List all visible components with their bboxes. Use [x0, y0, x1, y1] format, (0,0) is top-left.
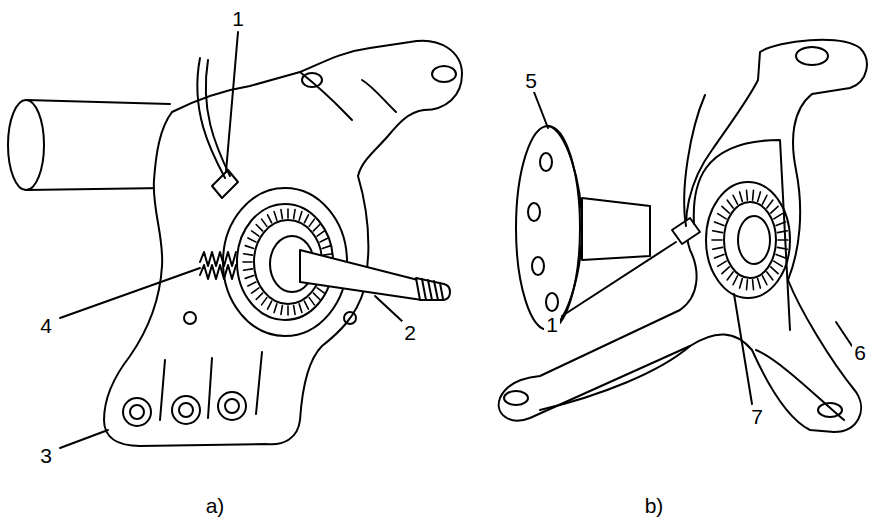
sensor-ring-tooth: [304, 301, 308, 309]
callout-number: 1: [544, 313, 560, 336]
sensor-ring-tooth: [262, 298, 267, 305]
sensor-ring-tooth: [317, 288, 324, 293]
sensor-ring-tooth: [274, 212, 277, 221]
sensor-ring-tooth: [320, 238, 328, 242]
sensor-ring-tooth: [274, 304, 277, 313]
sensor-ring-tooth: [304, 215, 308, 223]
sensor-ring-tooth: [778, 231, 788, 233]
sensor-ring-tooth: [758, 278, 761, 288]
sensor-ring-tooth: [771, 206, 778, 213]
sensor-ring-tooth: [762, 276, 766, 285]
sensor-ring-tooth: [248, 282, 256, 286]
sensor-ring-tooth: [718, 214, 727, 219]
sensor-ring-tooth: [722, 267, 729, 274]
sensor-ring-tooth: [294, 210, 295, 219]
sensor-ring-tooth: [752, 280, 755, 290]
sensor-ring-tooth: [243, 261, 252, 263]
sensor-ring-tooth: [767, 272, 773, 280]
sensor-ring-tooth: [245, 246, 254, 249]
sensor-ring-tooth: [713, 247, 723, 249]
sensor-ring-tooth: [281, 305, 282, 314]
sensor-ring-tooth: [313, 225, 319, 231]
sensor-ring-tooth: [281, 210, 282, 219]
sensor-ring-tooth: [322, 246, 331, 249]
sensor-ring-tooth: [287, 209, 289, 218]
sensor-ring-tooth: [262, 219, 267, 226]
sensor-ring-tooth: [746, 190, 749, 200]
sensor-ring-tooth: [727, 200, 733, 208]
sensor-ring-tooth: [299, 212, 302, 221]
sensor-ring-tooth: [309, 219, 314, 226]
sensor-ring-tooth: [774, 261, 783, 266]
sensor-ring-tooth: [256, 225, 262, 231]
sensor-ring-tooth: [733, 276, 737, 285]
callout-number: 6: [852, 341, 868, 364]
sensor-ring-tooth: [727, 272, 733, 280]
sensor-ring-tooth: [774, 214, 783, 219]
sensor-ring-tooth: [776, 254, 785, 258]
sensor-ring-tooth: [324, 254, 333, 255]
sensor-ring-tooth: [715, 254, 724, 258]
callout-number: 1: [230, 7, 246, 30]
sensor-ring-tooth: [313, 293, 319, 299]
sensor-ring-tooth: [718, 261, 727, 266]
sensor-ring-tooth: [309, 298, 314, 305]
sensor-ring-tooth: [268, 301, 272, 309]
sensor-ring-tooth: [244, 269, 253, 270]
sensor-ring-tooth: [740, 278, 743, 288]
sensor-ring-tooth: [740, 192, 743, 202]
sensor-ring-tooth: [733, 195, 737, 204]
sensor-ring-tooth: [252, 288, 259, 293]
sensor-ring-tooth: [722, 206, 729, 213]
callout-number: 4: [38, 314, 54, 337]
sensor-ring-tooth: [245, 276, 254, 279]
callout-number: 7: [749, 405, 765, 428]
sensor-ring-tooth: [252, 231, 259, 236]
sensor-ring-tooth: [294, 305, 295, 314]
callout-number: 3: [38, 444, 54, 467]
sensor-ring-tooth: [287, 306, 289, 315]
sensor-ring-tooth: [713, 231, 723, 233]
sensor-ring-tooth: [256, 293, 262, 299]
sensor-ring-tooth: [758, 192, 761, 202]
sensor-ring-tooth: [268, 215, 272, 223]
sensor-ring-tooth: [746, 280, 749, 290]
knuckle-b: [499, 40, 867, 432]
sensor-ring-tooth: [244, 254, 253, 255]
callout-number: 2: [402, 321, 418, 344]
sensor-ring-tooth: [752, 190, 755, 200]
sensor-ring-tooth: [712, 239, 722, 241]
sensor-ring-tooth: [778, 239, 788, 241]
knuckle-a: [8, 32, 462, 448]
sensor-ring-tooth: [715, 222, 724, 226]
figure-caption: b): [643, 494, 666, 517]
figure-caption: a): [204, 494, 227, 517]
sensor-ring-tooth: [248, 238, 256, 242]
sensor-ring-tooth: [762, 195, 766, 204]
callout-number: 5: [523, 69, 539, 92]
sensor-ring-tooth: [299, 304, 302, 313]
sensor-ring-tooth: [771, 267, 778, 274]
sensor-ring-tooth: [767, 200, 773, 208]
sensor-ring-tooth: [317, 231, 324, 236]
